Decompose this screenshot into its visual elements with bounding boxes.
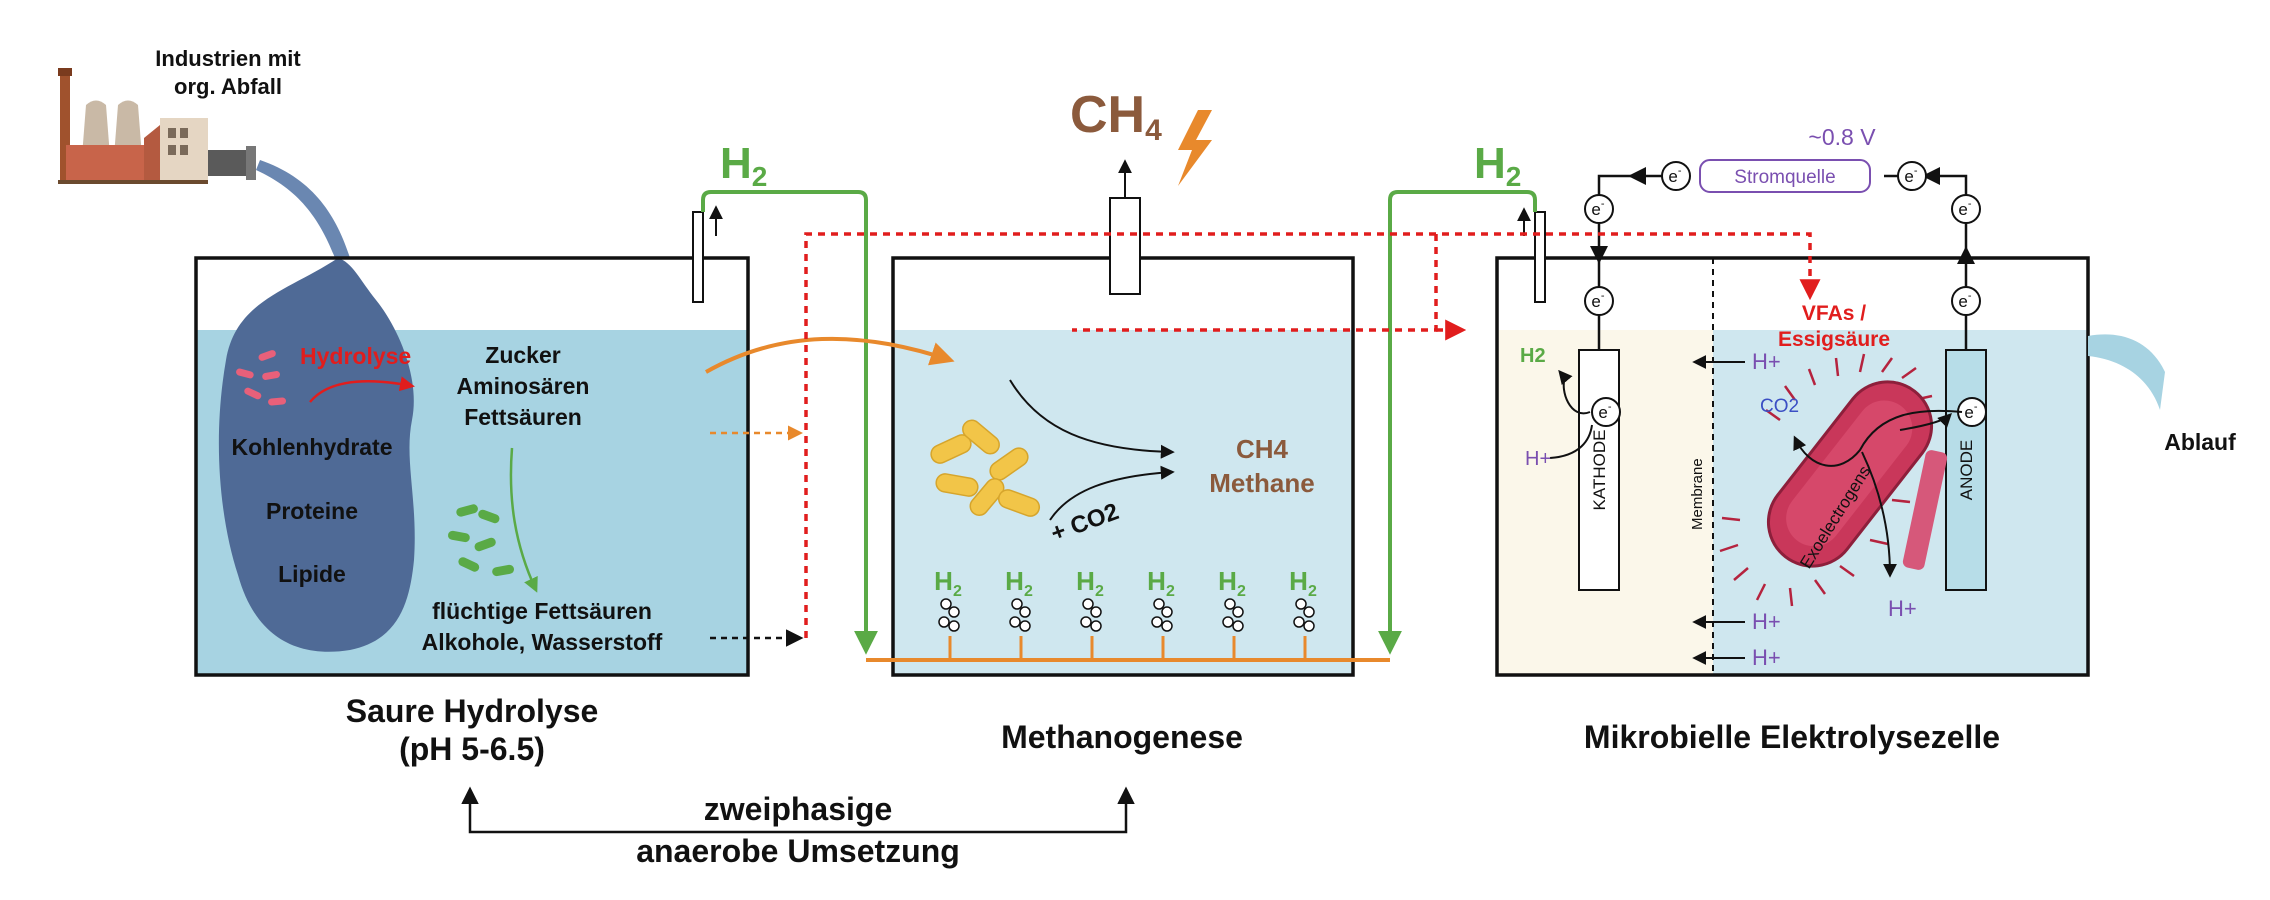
- waste-stream: [256, 160, 350, 258]
- substrate-lipids: Lipide: [278, 561, 346, 587]
- tank1-title-line1: Saure Hydrolyse: [346, 693, 599, 729]
- mec-title: Mikrobielle Elektrolysezelle: [1584, 719, 2000, 755]
- anode-biofilm: [1902, 450, 1948, 570]
- factory-label-line1: Industrien mit: [155, 46, 301, 71]
- h2-sparger: H2: [1218, 566, 1246, 660]
- proton-label-1: H+: [1752, 349, 1781, 374]
- current-arrow-anode: [1957, 246, 1975, 264]
- factory-label-line2: org. Abfall: [174, 74, 282, 99]
- mec-h2-product: H2: [1520, 345, 1546, 367]
- oxidation-arrows: [1793, 409, 1963, 467]
- mec-wall: [1495, 256, 2090, 677]
- mec-co2-label: CO2: [1760, 396, 1799, 417]
- substrate-proteins: Proteine: [266, 498, 358, 524]
- anode-label: ANODE: [1957, 440, 1976, 500]
- membrane-label: Membrane: [1689, 458, 1706, 530]
- proton-transport: [1692, 355, 1745, 665]
- electron-marker: e-: [1957, 397, 1987, 427]
- power-source: [1699, 159, 1871, 193]
- current-arrow-top-right: [1922, 167, 1940, 185]
- tank2-gas-outlet: [1109, 197, 1141, 295]
- anode-proton: H+: [1888, 596, 1917, 621]
- h2-pipe-label-2: H2: [1474, 139, 1521, 192]
- cathode-electrode: [1578, 349, 1620, 591]
- h2-pipe-label-1: H2: [720, 139, 767, 192]
- bottom-label-line1: zweiphasige: [704, 791, 893, 827]
- hydrolysis-bacteria: [236, 350, 287, 406]
- methanogen-archaea: [930, 419, 1041, 517]
- vfa-route-red: [804, 232, 1821, 638]
- voltage-label: ~0.8 V: [1808, 124, 1876, 150]
- electron-marker: e-: [1951, 286, 1981, 316]
- methane-output-label: CH4: [1070, 86, 1162, 147]
- methanogenesis-arrow-1: [1009, 379, 1175, 459]
- energy-bolt-icon: [1178, 110, 1212, 186]
- bottom-label-line2: anaerobe Umsetzung: [636, 833, 960, 869]
- hydrolyse-label: Hydrolyse: [300, 343, 411, 369]
- cathode-label: KATHODE: [1590, 430, 1609, 511]
- external-circuit: [1597, 174, 1968, 350]
- h2-pipe-tank1: [701, 190, 878, 655]
- electron-marker: e-: [1661, 161, 1691, 191]
- factory-icon: [58, 68, 256, 184]
- current-arrow-top-left: [1628, 167, 1646, 185]
- tank1-wall: [194, 256, 750, 677]
- electron-marker: e-: [1897, 161, 1927, 191]
- proton-label-2: H+: [1752, 609, 1781, 634]
- cathode-proton: H+: [1525, 448, 1551, 470]
- tank1-gas-outlet: [692, 211, 704, 303]
- h2-sparger: H2: [1005, 566, 1033, 660]
- substrate-carbohydrates: Kohlenhydrate: [231, 434, 392, 460]
- outflow-stream: [2088, 334, 2165, 410]
- product-sugar: Zucker: [485, 342, 560, 368]
- electron-markers: e-e-e-e-e-e-e-e-: [1584, 161, 1987, 427]
- methanogenesis-arrow-2: [1049, 465, 1175, 521]
- volatile-acids-line1: flüchtige Fettsäuren: [432, 598, 652, 624]
- product-amino-acids: Aminosären: [457, 373, 590, 399]
- tank2-water: [893, 330, 1353, 675]
- proton-to-cathode-arrow: [1549, 424, 1593, 459]
- hydrolyse-arrow: [309, 376, 415, 403]
- exoelectrogen-bacterium: [1719, 353, 1934, 607]
- h2-pipe-mec: [1378, 190, 1537, 655]
- vfa-label-line2: Essigsäure: [1778, 328, 1890, 351]
- acidogenic-bacteria: [448, 504, 514, 577]
- electron-marker: e-: [1591, 397, 1621, 427]
- methane-product-formula: CH4: [1236, 434, 1289, 464]
- product-fatty-acids: Fettsäuren: [464, 404, 582, 430]
- tank1-title-line2: (pH 5-6.5): [399, 731, 545, 767]
- outflow-label: Ablauf: [2164, 429, 2236, 455]
- power-source-label: Stromquelle: [1734, 167, 1835, 188]
- current-arrow-cathode: [1590, 246, 1608, 264]
- two-phase-bracket: [461, 786, 1135, 834]
- electron-marker: e-: [1951, 194, 1981, 224]
- methane-product-name: Methane: [1209, 468, 1314, 498]
- volatile-acids-line2: Alkohole, Wasserstoff: [422, 629, 663, 655]
- h2-sparger: H2: [1076, 566, 1104, 660]
- tank2-title: Methanogenese: [1001, 719, 1243, 755]
- hydrogen-evolution-arrow: [1558, 369, 1591, 415]
- vfa-label-line1: VFAs /: [1802, 302, 1866, 325]
- electron-marker: e-: [1584, 286, 1614, 316]
- proton-release-arrow: [1861, 451, 1897, 578]
- acidogenesis-arrow: [509, 447, 538, 593]
- h2-sparger: H2: [1147, 566, 1175, 660]
- mec-gas-outlet: [1534, 211, 1546, 303]
- proton-label-3: H+: [1752, 645, 1781, 670]
- electron-marker: e-: [1584, 194, 1614, 224]
- hydrolysate-transfer-arrow: [705, 336, 955, 374]
